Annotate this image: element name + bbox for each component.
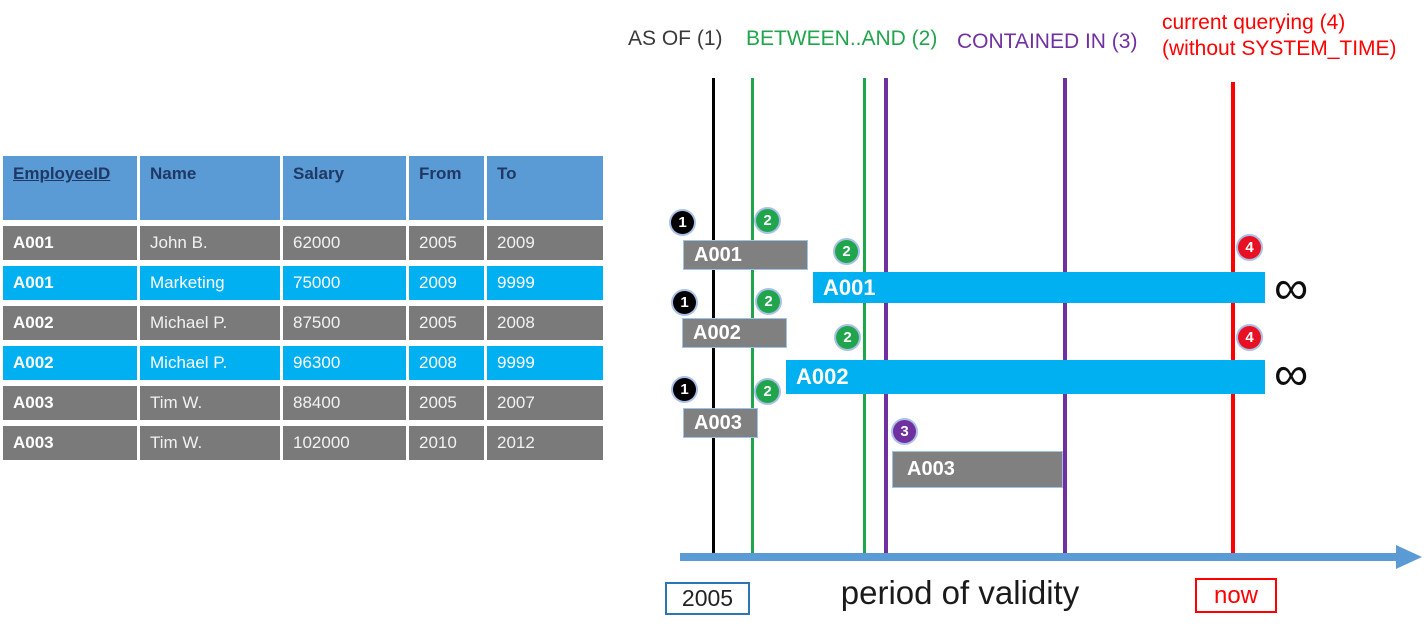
now-label: now [1195, 578, 1277, 613]
table-row: A002 Michael P. 87500 2005 2008 [3, 306, 603, 340]
table-cell: A003 [3, 386, 137, 420]
table-cell: 2012 [487, 426, 603, 460]
column-header-salary: Salary [283, 156, 406, 220]
as-of-line [712, 78, 715, 557]
badge-1-a001: 1 [671, 211, 694, 234]
table-cell: A001 [3, 226, 137, 260]
column-header-employeeid: EmployeeID [3, 156, 137, 220]
badge-1-a002: 1 [673, 291, 696, 314]
infinity-icon-a002: ∞ [1274, 348, 1309, 401]
table-cell: 2005 [409, 226, 484, 260]
employee-table: EmployeeID Name Salary From To A001 John… [0, 150, 606, 466]
bar-a003-past: A003 [683, 408, 758, 438]
now-line [1231, 82, 1235, 557]
table-cell: Tim W. [140, 426, 280, 460]
table-cell: 2005 [409, 386, 484, 420]
infinity-icon-a001: ∞ [1274, 262, 1309, 315]
bar-a003-middle: A003 [892, 451, 1063, 488]
table-cell: A002 [3, 346, 137, 380]
table-cell: 9999 [487, 266, 603, 300]
table-cell: Marketing [140, 266, 280, 300]
table-cell: 87500 [283, 306, 406, 340]
column-header-employeeid-label: EmployeeID [13, 164, 111, 183]
badge-1-a003: 1 [673, 378, 696, 401]
table-cell: 2007 [487, 386, 603, 420]
table-row: A003 Tim W. 102000 2010 2012 [3, 426, 603, 460]
table-cell: 2008 [487, 306, 603, 340]
legend-current-querying: current querying (4) (without SYSTEM_TIM… [1162, 10, 1397, 61]
table-cell: 2008 [409, 346, 484, 380]
table-cell: 9999 [487, 346, 603, 380]
bar-a001-past: A001 [683, 240, 808, 270]
table-row: A002 Michael P. 96300 2008 9999 [3, 346, 603, 380]
table-cell: 2009 [487, 226, 603, 260]
time-axis [680, 553, 1398, 561]
axis-start-label: 2005 [665, 582, 750, 615]
table-cell: 2005 [409, 306, 484, 340]
bar-a002-current: A002 [786, 360, 1265, 394]
legend-current-querying-line2: (without SYSTEM_TIME) [1162, 36, 1397, 60]
table-cell: 102000 [283, 426, 406, 460]
table-row: A003 Tim W. 88400 2005 2007 [3, 386, 603, 420]
table-cell: 2009 [409, 266, 484, 300]
badge-4-a001-current: 4 [1238, 236, 1261, 259]
column-header-name: Name [140, 156, 280, 220]
table-cell: 96300 [283, 346, 406, 380]
badge-2-a001-current: 2 [835, 240, 858, 263]
table-cell: Michael P. [140, 346, 280, 380]
table-cell: 2010 [409, 426, 484, 460]
contained-start-line [884, 78, 888, 557]
badge-2-a001-past: 2 [756, 209, 779, 232]
table-header-row: EmployeeID Name Salary From To [3, 156, 603, 220]
table-cell: Tim W. [140, 386, 280, 420]
legend-current-querying-line1: current querying (4) [1162, 11, 1346, 34]
table-cell: A003 [3, 426, 137, 460]
badge-2-a003-past: 2 [756, 380, 779, 403]
bar-a002-past: A002 [682, 318, 787, 348]
badge-3-a003-middle: 3 [893, 420, 916, 443]
table-row: A001 John B. 62000 2005 2009 [3, 226, 603, 260]
axis-title: period of validity [840, 574, 1080, 611]
table-cell: Michael P. [140, 306, 280, 340]
badge-4-a002-current: 4 [1238, 326, 1261, 349]
table-row: A001 Marketing 75000 2009 9999 [3, 266, 603, 300]
table-cell: John B. [140, 226, 280, 260]
badge-2-a002-past: 2 [757, 290, 780, 313]
legend-between-and: BETWEEN..AND (2) [746, 27, 938, 50]
table-cell: 88400 [283, 386, 406, 420]
time-axis-arrow-icon [1396, 545, 1422, 569]
table-cell: 75000 [283, 266, 406, 300]
bar-a001-current: A001 [813, 272, 1265, 303]
legend-as-of: AS OF (1) [628, 27, 723, 50]
contained-end-line [1063, 78, 1067, 557]
column-header-from: From [409, 156, 484, 220]
between-end-line [863, 78, 866, 557]
legend-contained-in: CONTAINED IN (3) [957, 30, 1138, 53]
table-cell: 62000 [283, 226, 406, 260]
column-header-to: To [487, 156, 603, 220]
table-cell: A001 [3, 266, 137, 300]
table-cell: A002 [3, 306, 137, 340]
between-start-line [751, 78, 754, 557]
badge-2-a002-current: 2 [836, 326, 859, 349]
